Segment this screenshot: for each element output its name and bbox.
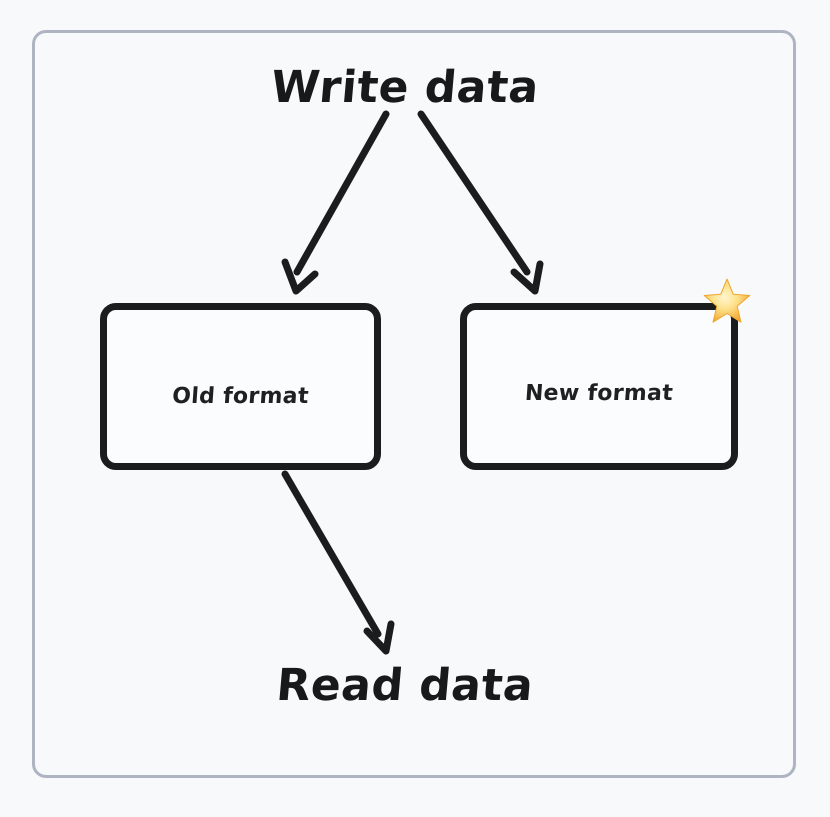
old-format-box[interactable]: Old format [100, 303, 381, 470]
new-format-box[interactable]: New format [460, 303, 738, 470]
write-to-new-format-arrow [417, 110, 544, 295]
write-data-label: Write data [268, 62, 542, 113]
new-format-label: New format [524, 381, 674, 406]
old-format-to-read-arrow [281, 470, 395, 655]
diagram-frame [32, 30, 796, 778]
old-format-label: Old format [171, 384, 310, 409]
read-data-label: Read data [274, 660, 536, 711]
write-to-old-format-arrow [281, 110, 390, 295]
